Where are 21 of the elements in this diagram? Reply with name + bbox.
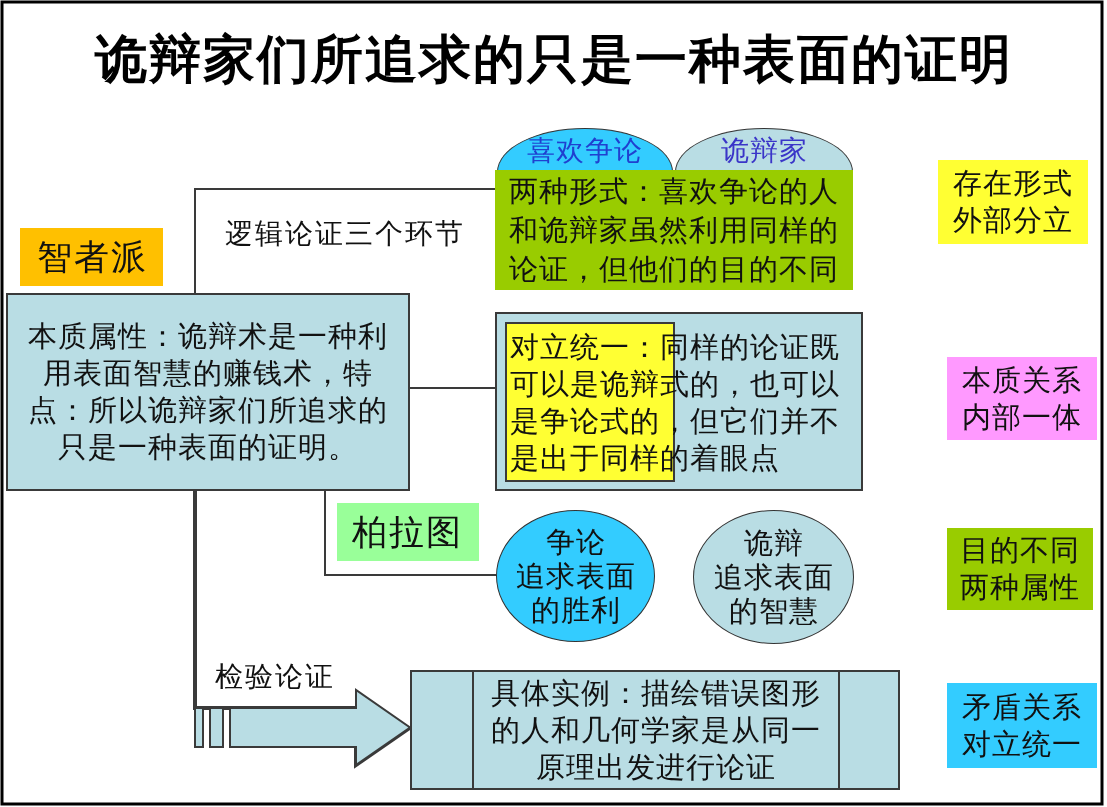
text-panel: 两种形式：喜欢争论的人和诡辩家虽然利用同样的论证，但他们的目的不同 [495, 170, 853, 290]
tab-shape: 喜欢争论 [497, 128, 673, 172]
ellipse-text: 追求表面的胜利 [514, 559, 637, 627]
name-tag: 柏拉图 [337, 503, 479, 561]
connector-line [324, 490, 497, 576]
keyword-tag: 目的不同两种属性 [947, 528, 1093, 610]
keyword-tag: 存在形式外部分立 [938, 160, 1088, 244]
name-tag: 智者派 [20, 228, 163, 286]
ellipse-text: 追求表面的智慧 [712, 560, 835, 628]
tab-shape: 诡辩家 [675, 128, 853, 172]
ellipse-heading: 争论 [545, 525, 606, 559]
keyword-tag: 矛盾关系对立统一 [947, 683, 1097, 768]
connector-line [409, 387, 496, 389]
panel-text: 具体实例：描绘错误图形的人和几何学家是从同一原理出发进行论证 [472, 672, 840, 788]
text-panel: 本质属性：诡辩术是一种利用表面智慧的赚钱术，特点：所以诡辩家们所追求的只是一种表面的证明。 [6, 293, 410, 491]
process-box [410, 670, 900, 790]
text-panel [495, 312, 863, 491]
ellipse-heading: 诡辩 [743, 526, 804, 560]
diagram-title: 诡辩家们所追求的只是一种表面的证明 [94, 30, 1013, 90]
connector-line [194, 188, 496, 294]
keyword-tag: 本质关系内部一体 [947, 357, 1097, 440]
